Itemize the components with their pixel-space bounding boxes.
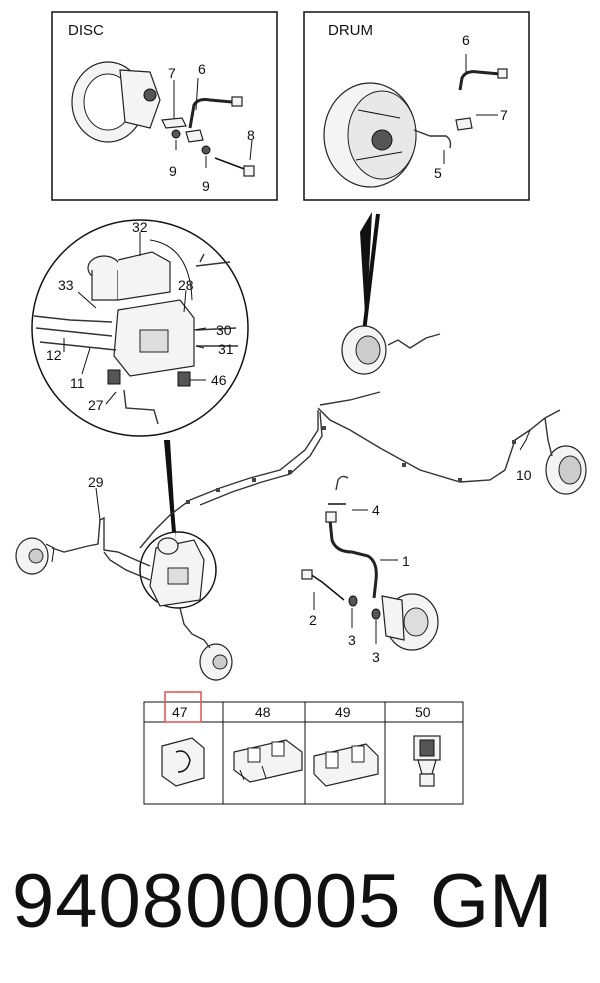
front-caliper-rotor	[381, 593, 439, 651]
main-label-3b: 3	[372, 649, 380, 665]
front-right-brake-line	[179, 607, 211, 649]
part-47-clip-icon	[161, 737, 205, 787]
main-washer-1	[348, 595, 358, 607]
main-label-3a: 3	[348, 632, 356, 648]
disc-label-9b: 9	[202, 178, 210, 194]
abs-inset: 32 33 28 30 12 31 11 46 27	[31, 219, 249, 437]
disc-label-6: 6	[198, 61, 206, 77]
rear-right-wheel	[545, 445, 587, 495]
parts-table-frame	[143, 701, 464, 805]
parts-col-50: 50	[415, 704, 431, 720]
drum-bracket	[455, 117, 473, 131]
drum-brake-hose	[458, 70, 501, 91]
drum-pointer	[360, 212, 372, 330]
drum-label-5: 5	[434, 165, 442, 181]
disc-bracket	[161, 117, 187, 129]
abs-master-cylinder	[117, 251, 171, 301]
part-48-clip-icon	[233, 739, 303, 783]
disc-inset: DISC 7 6 8 9 9	[51, 11, 278, 201]
main-label-29: 29	[88, 474, 104, 490]
abs-label-27: 27	[88, 397, 104, 413]
rear-brake-line	[317, 391, 561, 483]
part-50-grommet-icon	[413, 735, 441, 787]
drum-label-7: 7	[500, 107, 508, 123]
main-washer-2	[371, 608, 381, 620]
abs-inset-frame	[31, 219, 249, 437]
part-number: 940800005	[12, 859, 402, 944]
drum-label-6: 6	[462, 32, 470, 48]
parts-table: 47 48 49 50	[143, 691, 464, 805]
drum-inset-frame	[303, 11, 530, 201]
abs-label-32: 32	[132, 219, 148, 235]
abs-label-28: 28	[178, 277, 194, 293]
disc-bolt	[243, 165, 255, 177]
abs-unit-circle	[139, 531, 217, 609]
abs-label-11: 11	[70, 375, 85, 391]
abs-label-31: 31	[218, 341, 234, 357]
abs-label-46: 46	[211, 372, 227, 388]
drum-brake-line	[413, 129, 452, 149]
disc-washer-2	[201, 145, 211, 155]
disc-inset-title: DISC	[68, 22, 104, 39]
main-bolt	[309, 573, 345, 601]
front-brake-line-left	[139, 410, 319, 549]
drum-inset: DRUM 6 7 5	[303, 11, 530, 201]
disc-label-7: 7	[168, 65, 176, 81]
parts-table-highlight	[164, 691, 202, 723]
main-label-10: 10	[516, 467, 532, 483]
main-label-1: 1	[402, 553, 410, 569]
disc-label-8: 8	[247, 127, 255, 143]
parts-col-48: 48	[255, 704, 271, 720]
front-right-wheel	[199, 643, 233, 681]
front-left-brake-line	[51, 516, 151, 567]
abs-label-33: 33	[58, 277, 74, 293]
drum-inset-title: DRUM	[328, 22, 373, 39]
disc-caliper	[119, 69, 161, 129]
abs-label-12: 12	[46, 347, 62, 363]
main-label-4: 4	[372, 502, 380, 518]
rear-left-wheel	[341, 325, 387, 375]
main-layout: 10 29	[15, 325, 587, 681]
part-49-clip-icon	[313, 743, 379, 787]
front-left-wheel	[15, 537, 55, 575]
front-brake-hose	[328, 519, 378, 599]
disc-washer-1	[171, 129, 181, 139]
parts-col-47: 47	[172, 704, 188, 720]
disc-brake-hose	[188, 98, 233, 129]
disc-inset-frame	[51, 11, 278, 201]
parts-col-49: 49	[335, 704, 351, 720]
abs-label-30: 30	[216, 322, 232, 338]
brand-name: GM	[430, 859, 553, 944]
disc-label-9a: 9	[169, 163, 177, 179]
main-label-2: 2	[309, 612, 317, 628]
